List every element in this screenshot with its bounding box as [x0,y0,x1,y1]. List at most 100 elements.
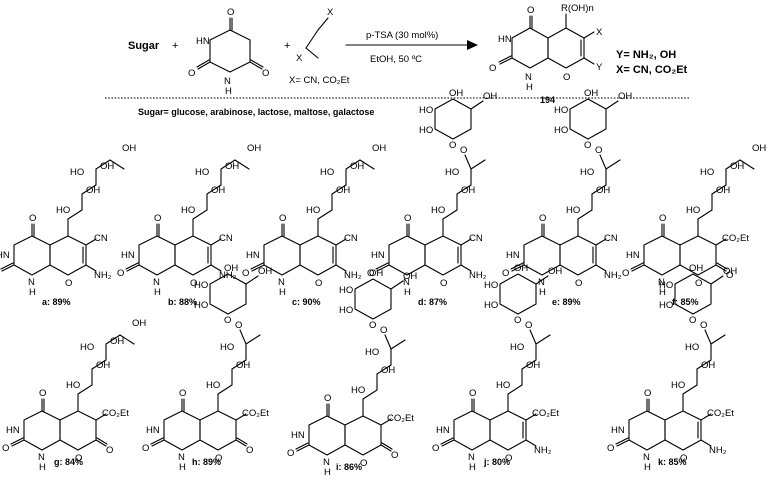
atom-label: O [404,213,411,224]
atom-label: N [28,277,35,288]
atom-label: R(OH)n [561,3,594,14]
ring-o: O [369,320,376,331]
hydroxyl-label: OH [369,268,383,279]
ring-o: O [449,140,456,151]
glycosidic-o: O [235,320,242,331]
hydroxyl-label: OH [236,360,250,371]
hydroxyl-label: HO [554,125,568,136]
atom-label: O [227,7,234,18]
atom-label: O [315,278,322,289]
hydroxyl-label: HO [659,300,673,311]
substituent-nh2: NH₂ [709,445,727,456]
atom-label: N [525,72,532,83]
x-definition: X= CN, CO₂Et [616,64,688,76]
atom-label: HN [6,425,20,436]
barbituric-acid-structure: O O O HN N H [188,7,269,97]
hydroxyl-label: OH [100,161,114,172]
glycosidic-o: O [700,320,707,331]
hydroxyl-label: HO [306,205,320,216]
atom-label: N [643,452,650,463]
atom-label: O [367,268,374,279]
pyranopyrimidine-core [0,218,87,276]
substituent-cn: CN [219,233,233,244]
hydroxyl-label: OH [618,91,632,102]
atom-label: HN [196,36,210,47]
hydroxyl-label: OH [247,143,261,154]
hydroxyl-label: HO [66,380,80,391]
atom-label: H [644,462,651,473]
atom-label: HN [498,34,512,45]
hydroxyl-label: OH [584,88,598,99]
hydroxyl-label: OH [258,266,272,277]
hydroxyl-label: HO [686,205,700,216]
ring-o: O [584,140,591,151]
hydroxyl-label: OH [403,271,417,282]
pyranopyrimidine-core [615,393,702,451]
hydroxyl-label: OH [548,266,562,277]
reagent-x-definition: X= CN, CO₂Et [289,75,350,86]
hydroxyl-label: HO [365,347,379,358]
carbonyl-o: O [391,450,398,461]
hydroxyl-label: HO [206,380,220,391]
substituent-nh2: NH₂ [469,270,487,281]
atom-label: O [575,278,582,289]
atom-label: N [658,277,665,288]
hydroxyl-label: HO [195,167,209,178]
sugar-list: Sugar= glucose, arabinose, lactose, malt… [138,107,374,117]
catalyst-label: p-TSA (30 mol%) [366,30,438,41]
hydroxyl-label: HO [445,167,459,178]
product-194-structure: O O HN N H O R(OH)n X Y [489,3,603,93]
atom-label: N [538,277,545,288]
atom-label: O [279,213,286,224]
atom-label: O [440,278,447,289]
product-caption: c: 90% [292,297,321,307]
product-caption: i: 86% [336,462,362,472]
atom-label: O [262,68,269,79]
substituent-co2et: CO₂Et [242,408,269,419]
atom-label: N [278,277,285,288]
pyranopyrimidine-core [440,393,527,451]
hydroxyl-label: OH [350,161,364,172]
atom-label: O [242,268,249,279]
atom-label: O [644,388,651,399]
atom-label: H [39,462,46,473]
hydroxyl-label: OH [701,360,715,371]
substituent-nh2: NH₂ [94,270,112,281]
hydroxyl-label: HO [339,305,353,316]
atom-label: O [505,453,512,464]
atom-label: O [489,63,496,74]
atom-label: N [403,277,410,288]
hydroxyl-label: HO [431,205,445,216]
atom-label: HN [626,250,640,261]
hydroxyl-label: HO [700,167,714,178]
reagent-sugar: Sugar [128,40,160,52]
atom-label: H [659,287,666,298]
atom-label: H [469,462,476,473]
ring-o: O [689,315,696,326]
atom-label: HN [146,425,160,436]
active-methylene-structure: X X [296,7,334,64]
hydroxyl-label: OH [730,161,744,172]
hydroxyl-label: OH [381,365,395,376]
glycosidic-o: O [595,145,602,156]
substituent-cn: CN [94,233,108,244]
product-caption: d: 87% [418,297,447,307]
atom-label: N [224,76,231,87]
atom-label: O [65,278,72,289]
atom-label: HN [436,425,450,436]
